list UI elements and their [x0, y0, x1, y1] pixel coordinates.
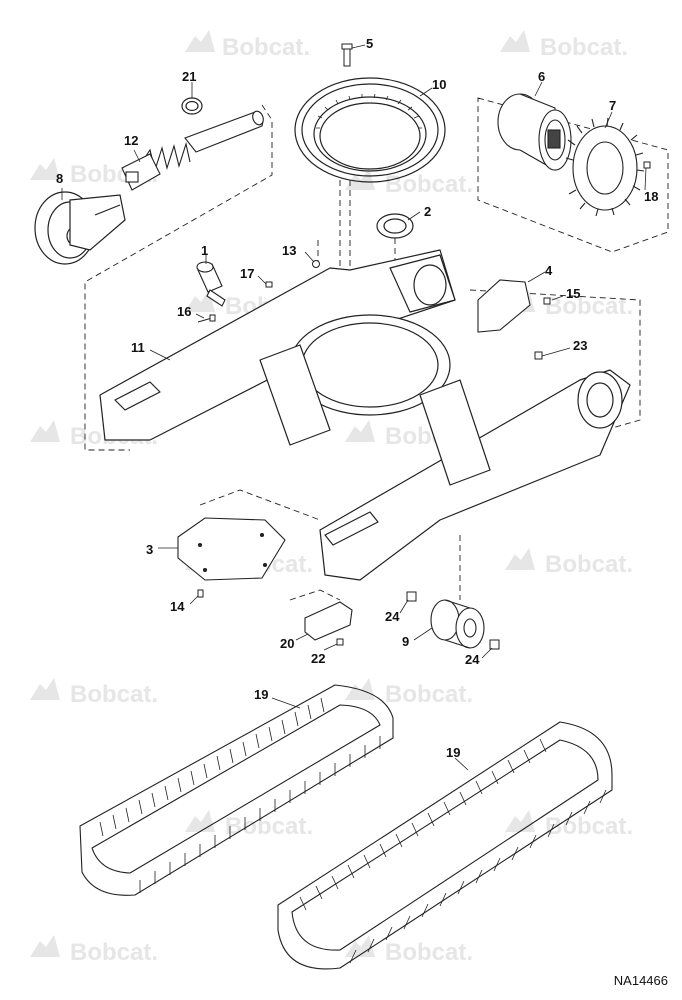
callout-10: 10	[432, 77, 447, 92]
callout-6: 6	[538, 69, 546, 84]
part-23-bolt	[534, 351, 543, 360]
callout-24-upper: 24	[385, 609, 400, 624]
callout-21: 21	[182, 69, 197, 84]
part-9-roller	[430, 599, 485, 649]
callout-24-lower: 24	[465, 652, 480, 667]
part-3-plate	[177, 517, 286, 581]
watermark-layer: Bobcat. Bobcat. Bobcat. Bobcat. Bobcat. …	[30, 30, 633, 966]
part-24-bolt-upper	[406, 591, 417, 602]
frame-cross-member-right	[419, 379, 491, 486]
part-7-sprocket	[565, 117, 645, 217]
part-22-bolt	[336, 638, 344, 646]
part-2-seal	[376, 213, 414, 239]
part-16-bolt	[197, 314, 216, 323]
part-5-bolt	[341, 43, 353, 67]
part-13-nut	[312, 260, 320, 268]
callout-18: 18	[644, 189, 659, 204]
frame-cross-member-left	[259, 344, 331, 446]
callout-4: 4	[545, 263, 553, 278]
part-14-bolt	[197, 589, 204, 598]
watermark-logo	[30, 420, 60, 442]
bearing-gear-teeth	[316, 93, 422, 129]
part-6-travel-motor	[497, 93, 572, 171]
idler-yoke	[69, 194, 126, 251]
watermark-logo	[505, 810, 535, 832]
watermark-logo	[185, 810, 215, 832]
watermark-text: Bobcat.	[540, 34, 628, 61]
watermark-logo	[345, 935, 375, 957]
leader-lines	[61, 44, 647, 771]
track-shoes	[99, 697, 325, 837]
part-10-swing-bearing	[294, 77, 446, 183]
recoil-cylinder	[184, 111, 264, 153]
callout-12: 12	[124, 133, 139, 148]
figure-id: NA14466	[613, 973, 668, 988]
part-1-pin	[196, 261, 226, 307]
watermark-text: Bobcat.	[225, 813, 313, 840]
rubber-lugs	[299, 738, 547, 911]
watermark-text: Bobcat.	[385, 171, 473, 198]
cover-group-outline	[469, 289, 641, 431]
hardware-bolts	[197, 161, 651, 650]
watermark-logo	[30, 158, 60, 180]
part-8-idler	[34, 191, 126, 265]
callout-5: 5	[366, 36, 374, 51]
watermark-logo	[30, 935, 60, 957]
idler-group-outline	[84, 104, 273, 451]
watermark-text: Bobcat.	[545, 813, 633, 840]
callout-9: 9	[402, 634, 410, 649]
callout-3: 3	[146, 542, 154, 557]
watermark-text: Bobcat.	[222, 34, 310, 61]
callout-17: 17	[240, 266, 255, 281]
watermark-text: Bobcat.	[545, 293, 633, 320]
guard-group-outline	[289, 589, 341, 601]
callout-23: 23	[573, 338, 588, 353]
track-shoes-bottom	[139, 736, 381, 893]
part-19-rubber-track	[277, 721, 613, 970]
callout-14: 14	[170, 599, 185, 614]
part-15-bolt	[543, 297, 551, 305]
callout-15: 15	[566, 286, 581, 301]
callout-19-steel: 19	[254, 687, 269, 702]
callout-13: 13	[282, 243, 297, 258]
callout-11: 11	[131, 340, 145, 355]
callout-19-rubber: 19	[446, 745, 461, 760]
part-19-steel-track	[79, 684, 394, 896]
motor-group-outline	[477, 97, 669, 253]
watermark-text: Bobcat.	[385, 681, 473, 708]
part-11-track-frame	[99, 249, 631, 581]
watermark-text: Bobcat.	[70, 939, 158, 966]
part-12-recoil-assembly	[121, 110, 264, 191]
part-24-bolt-lower	[489, 639, 500, 650]
rubber-lugs-bottom	[349, 789, 607, 964]
watermark-logo	[505, 548, 535, 570]
callout-2: 2	[424, 204, 432, 219]
watermark-logo	[345, 420, 375, 442]
watermark-logo	[345, 168, 375, 190]
callout-1: 1	[201, 243, 209, 258]
part-4-cover	[477, 279, 531, 333]
part-20-guard	[304, 601, 353, 641]
watermark-logo	[185, 30, 215, 52]
callout-7: 7	[609, 98, 617, 113]
part-18-bolt	[643, 161, 651, 169]
callout-8: 8	[56, 171, 64, 186]
plate-group-outline	[199, 489, 321, 521]
callout-22: 22	[311, 651, 326, 666]
watermark-logo	[345, 678, 375, 700]
callout-16: 16	[177, 304, 192, 319]
callout-20: 20	[280, 636, 295, 651]
watermark-text: Bobcat.	[70, 681, 158, 708]
part-21-ring	[181, 97, 203, 115]
watermark-text: Bobcat.	[545, 551, 633, 578]
watermark-logo	[500, 30, 530, 52]
part-17-bolt	[265, 281, 273, 288]
watermark-text: Bobcat.	[385, 939, 473, 966]
watermark-logo	[30, 678, 60, 700]
